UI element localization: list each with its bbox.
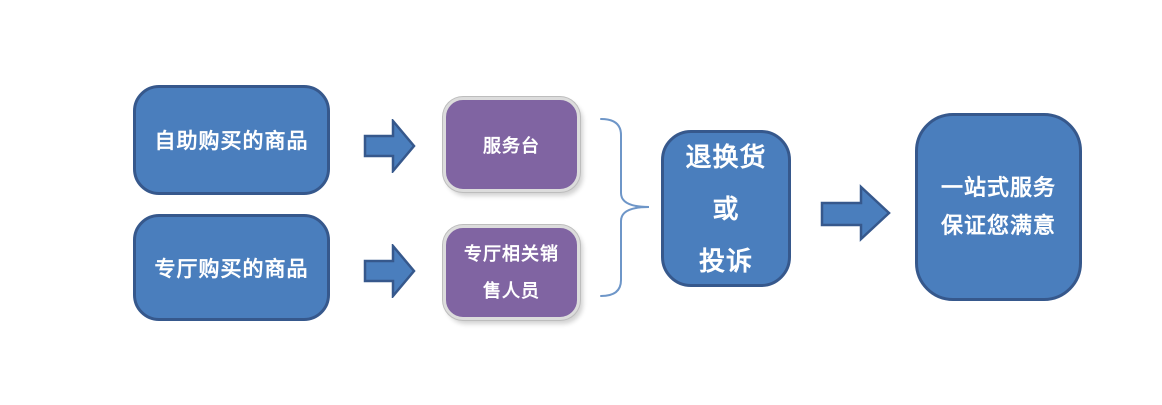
node-self-purchase: 自助购买的商品 bbox=[133, 85, 330, 195]
node-return-line2: 或 bbox=[712, 193, 740, 224]
node-hall-purchase: 专厅购买的商品 bbox=[133, 214, 330, 321]
right-brace-connector bbox=[600, 118, 650, 297]
node-one-stop-line2: 保证您满意 bbox=[940, 213, 1056, 238]
node-return-line1: 退换货 bbox=[685, 141, 767, 172]
right-arrow-icon bbox=[363, 119, 416, 173]
node-return-line3: 投诉 bbox=[698, 245, 753, 276]
node-hall-sales-line1: 专厅相关销 bbox=[464, 243, 559, 264]
right-arrow-icon bbox=[363, 244, 416, 298]
right-arrow-icon bbox=[820, 184, 891, 242]
node-hall-sales: 专厅相关销 售人员 bbox=[443, 225, 580, 320]
node-return-or-complaint: 退换货 或 投诉 bbox=[661, 130, 791, 287]
node-service-desk: 服务台 bbox=[443, 97, 580, 192]
node-one-stop-line1: 一站式服务 bbox=[940, 175, 1056, 200]
node-hall-purchase-label: 专厅购买的商品 bbox=[154, 257, 309, 281]
node-self-purchase-label: 自助购买的商品 bbox=[154, 130, 309, 153]
node-hall-sales-line2: 售人员 bbox=[483, 280, 540, 301]
node-one-stop-service: 一站式服务 保证您满意 bbox=[915, 113, 1082, 301]
node-service-desk-label: 服务台 bbox=[483, 135, 540, 156]
